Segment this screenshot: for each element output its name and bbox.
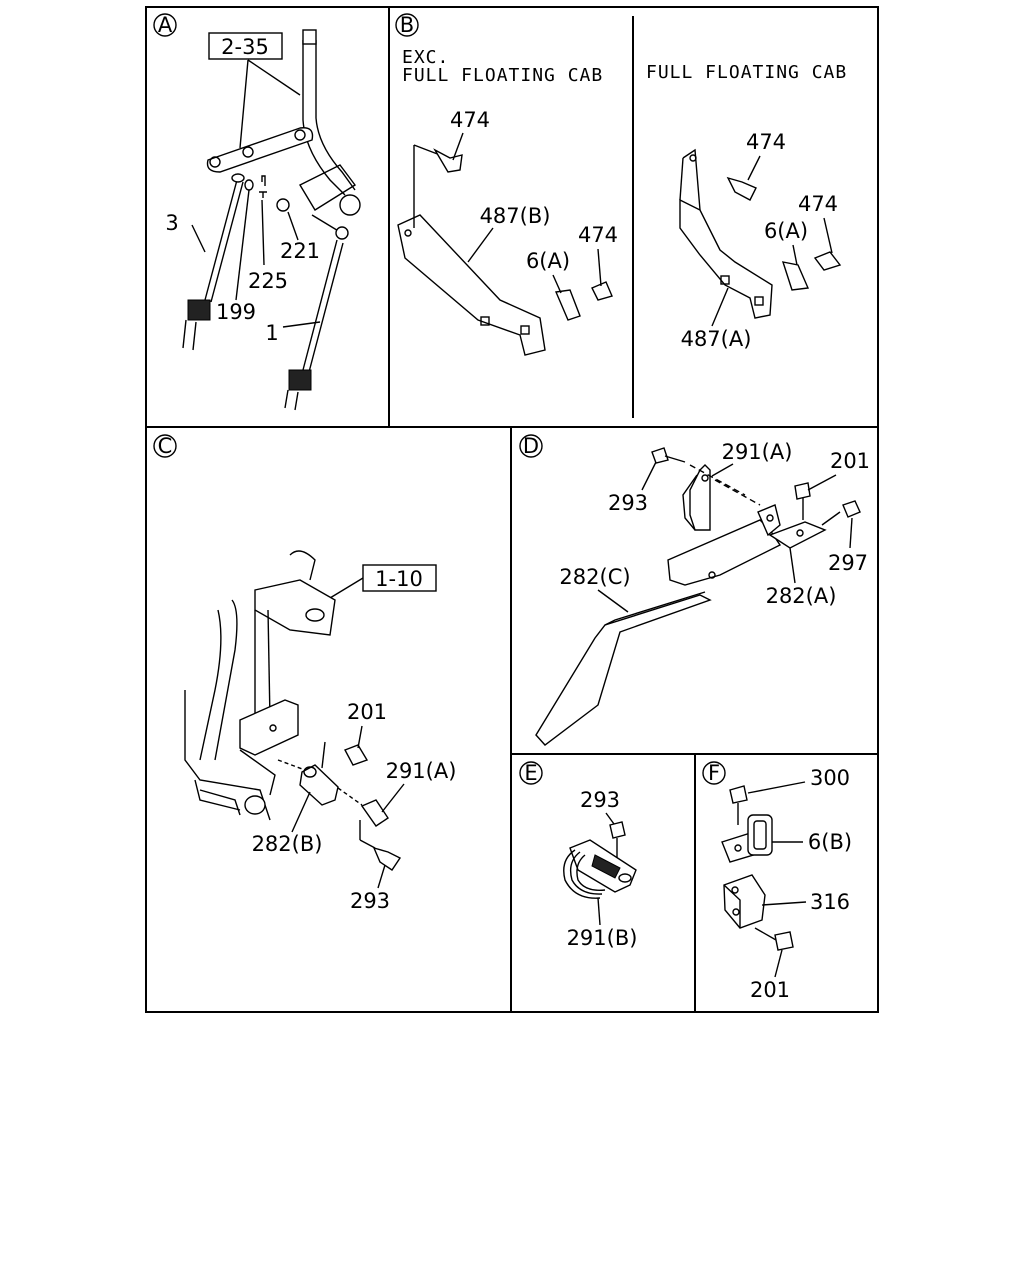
label-b-474-right: 474 [578,223,618,247]
bracket-316-illustration [723,874,766,929]
control-cable-3 [182,173,245,351]
bolt-293-d-icon [651,447,686,464]
label-d-293: 293 [608,491,648,515]
panel-b-letter: B [400,13,414,37]
label-f-316: 316 [810,890,850,914]
clip-291b-illustration [563,839,637,899]
panel-a-ref-box [208,32,283,60]
panel-e: E 293 291(B) [519,761,638,950]
caption-full-floating-cab: FULL FLOATING CAB [646,62,847,83]
shift-lever-illustration [206,29,361,240]
label-b-6a: 6(A) [526,249,570,273]
panel-c-marker: C [153,434,177,458]
panel-e-marker: E [519,761,543,785]
panel-b-marker: B [395,13,419,37]
caption-exc-line2: FULL FLOATING CAB [402,65,603,86]
label-f-300: 300 [810,766,850,790]
panel-a-letter: A [158,13,173,37]
label-d-282a: 282(A) [766,584,837,608]
panel-c: C 1-10 [153,434,457,913]
label-c-293: 293 [350,889,390,913]
panel-d-marker: D [519,434,543,458]
clip-291a-d-illustration [682,464,711,531]
nut-297-icon [821,500,861,526]
bracket-487b-illustration [397,144,613,356]
panel-e-letter: E [524,761,537,785]
pin-225-icon [259,175,267,198]
panel-c-letter: C [158,434,173,458]
panel-b: B EXC. FULL FLOATING CAB FULL FLOATING C… [395,13,847,356]
clamp-282b-illustration [277,741,369,806]
label-3: 3 [165,211,178,235]
panel-f-letter: F [708,761,720,785]
panel-c-ref-1-10: 1-10 [375,567,423,591]
label-c-291a: 291(A) [386,759,457,783]
label-b-right-6a: 6(A) [764,219,808,243]
bracket-487a-illustration [679,148,842,319]
panel-a-marker: A [153,13,177,37]
label-199: 199 [216,300,256,324]
control-cable-1 [284,239,344,411]
bolt-293-e-icon [609,821,626,858]
label-f-201: 201 [750,978,790,1002]
label-c-282b: 282(B) [252,832,323,856]
label-1: 1 [265,321,278,345]
label-c-201: 201 [347,700,387,724]
label-d-297: 297 [828,551,868,575]
bolt-300-icon [729,785,748,825]
label-225: 225 [248,269,288,293]
label-d-201: 201 [830,449,870,473]
bolt-201-f-icon [754,927,794,951]
label-d-291a: 291(A) [722,440,793,464]
panel-f: F 300 6(B) 316 201 [702,761,852,1002]
panel-d-letter: D [523,434,539,458]
panel-d: D 291(A) [519,434,870,746]
label-d-282c: 282(C) [559,565,630,589]
bracket-282c-illustration [535,504,827,746]
grommet-6b-illustration [721,814,773,863]
diagram-frame [145,6,879,1013]
label-487b: 487(B) [480,204,551,228]
washer-199-icon [244,179,254,191]
label-b-right-474: 474 [798,192,838,216]
label-b-474-top: 474 [450,108,490,132]
label-487a: 487(A) [681,327,752,351]
frame-bracket-illustration [184,550,336,821]
panel-a-ref-2-35: 2-35 [221,35,269,59]
label-221: 221 [280,239,320,263]
label-e-291b: 291(B) [567,926,638,950]
clip-291a-illustration [359,799,402,871]
panel-a: A 2-35 [153,13,361,411]
label-e-293: 293 [580,788,620,812]
label-f-6b: 6(B) [808,830,852,854]
bolt-201-d-icon [794,482,811,520]
caption-exc-line1: EXC. [402,47,449,68]
panel-f-marker: F [702,761,726,785]
label-b-right-474-top: 474 [746,130,786,154]
